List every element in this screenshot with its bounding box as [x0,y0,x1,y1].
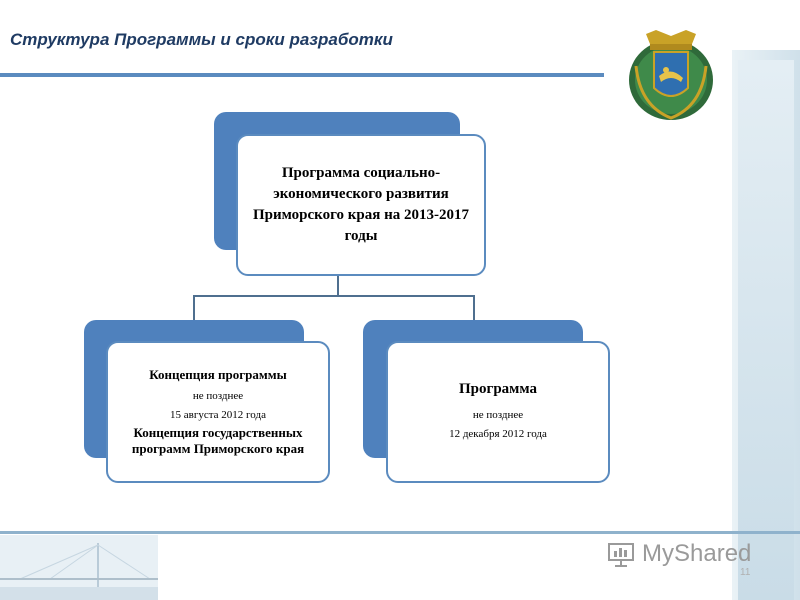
left-node-line2: 15 августа 2012 года [170,409,266,421]
page-title: Структура Программы и сроки разработки [10,30,393,49]
watermark-text: MyShared [642,540,752,567]
bridge-image [0,535,158,600]
left-node-line1: не позднее [192,390,244,402]
page-number: 11 [740,567,751,578]
top-node: Программа социально-экономического разви… [236,134,486,276]
right-node-heading: Программа [459,380,537,397]
presentation-icon [608,543,634,567]
right-decor-band-inner [738,60,794,600]
coat-of-arms-icon [629,30,713,120]
left-node-heading: Концепция программы [149,367,287,382]
right-node-line2: 12 декабря 2012 года [449,427,547,440]
right-node-line1: не позднее [472,408,524,421]
connector-left-drop [193,295,195,320]
watermark: MyShared [606,534,766,574]
connector-vertical-top [337,276,339,296]
connector-right-drop [473,295,475,320]
left-node: Концепция программы не позднее 15 август… [106,341,330,483]
footer-rule [0,531,800,534]
connector-horizontal [193,295,475,297]
left-node-body: Концепция государственных программ Примо… [131,425,305,456]
right-node: Программа не позднее 12 декабря 2012 год… [386,341,610,483]
top-node-text: Программа социально-экономического разви… [252,165,470,244]
title-underline [0,73,604,77]
